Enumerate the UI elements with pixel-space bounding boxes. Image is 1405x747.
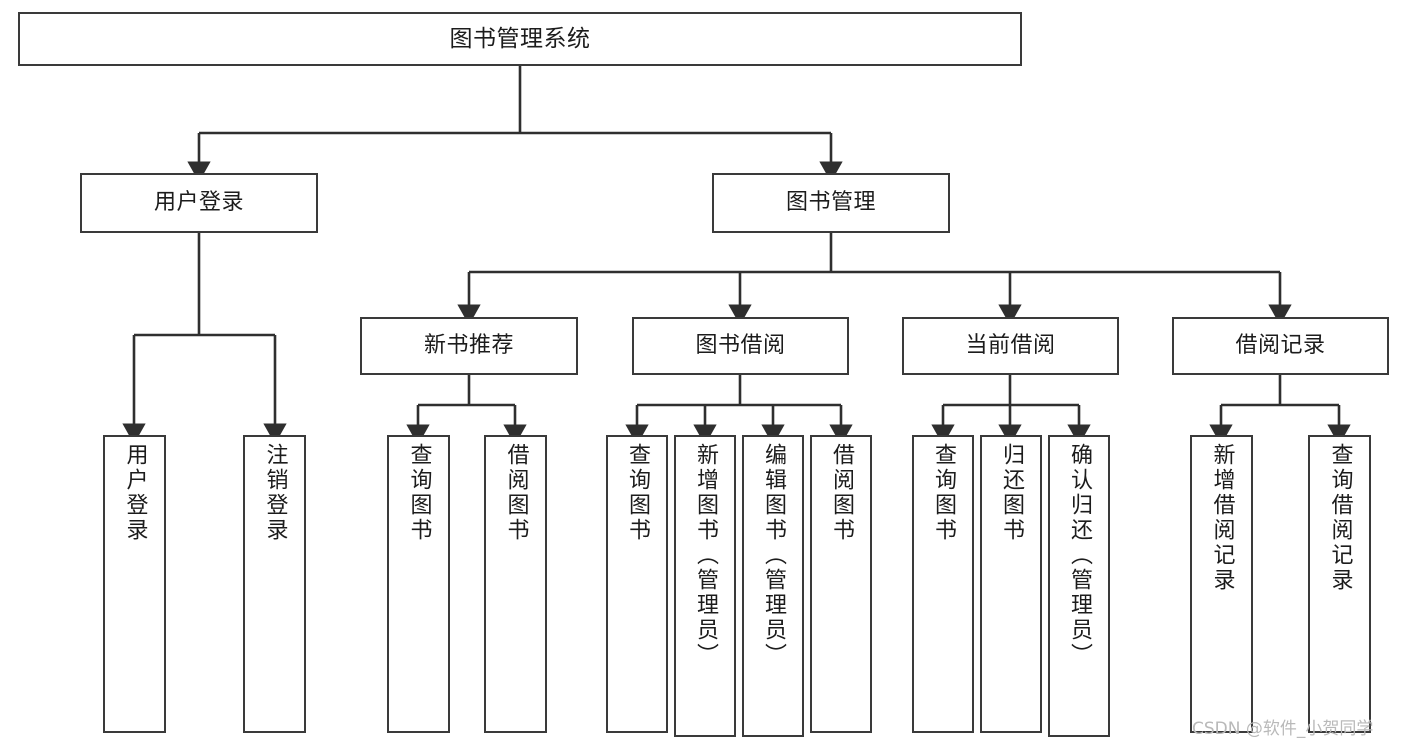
- node-label: 借阅图书: [829, 443, 854, 543]
- node-borrow-record[interactable]: 借阅记录: [1172, 317, 1389, 375]
- node-label: 查询借阅记录: [1327, 443, 1353, 593]
- leaf-edit-book-admin[interactable]: 编辑图书（管理员）: [742, 435, 804, 737]
- node-root-system[interactable]: 图书管理系统: [18, 12, 1022, 66]
- leaf-query-borrow-record[interactable]: 查询借阅记录: [1308, 435, 1371, 733]
- node-label: 查询图书: [931, 443, 956, 543]
- leaf-add-borrow-record[interactable]: 新增借阅记录: [1190, 435, 1253, 733]
- node-book-management[interactable]: 图书管理: [712, 173, 950, 233]
- leaf-user-login[interactable]: 用户登录: [103, 435, 166, 733]
- node-label: 图书管理系统: [449, 25, 591, 52]
- node-label: 查询图书: [406, 443, 432, 543]
- watermark-text: CSDN @软件_小贺同学: [1192, 719, 1374, 739]
- node-label: 查询图书: [625, 443, 650, 543]
- leaf-query-book-recommend[interactable]: 查询图书: [387, 435, 450, 733]
- leaf-borrow-book[interactable]: 借阅图书: [810, 435, 872, 733]
- leaf-return-book[interactable]: 归还图书: [980, 435, 1042, 733]
- node-label: 新书推荐: [423, 333, 514, 359]
- node-label: 确认归还（管理员）: [1067, 443, 1092, 668]
- leaf-add-book-admin[interactable]: 新增图书（管理员）: [674, 435, 736, 737]
- node-label: 用户登录: [153, 190, 244, 216]
- node-new-book-recommend[interactable]: 新书推荐: [360, 317, 578, 375]
- node-label: 当前借阅: [965, 333, 1056, 359]
- node-label: 借阅图书: [503, 443, 529, 543]
- node-label: 新增借阅记录: [1209, 443, 1235, 593]
- node-book-borrow[interactable]: 图书借阅: [632, 317, 849, 375]
- leaf-confirm-return-admin[interactable]: 确认归还（管理员）: [1048, 435, 1110, 737]
- leaf-query-book-current[interactable]: 查询图书: [912, 435, 974, 733]
- node-label: 图书借阅: [695, 333, 786, 359]
- node-label: 归还图书: [999, 443, 1024, 543]
- node-label: 编辑图书（管理员）: [761, 443, 786, 668]
- leaf-query-book-borrow[interactable]: 查询图书: [606, 435, 668, 733]
- node-label: 注销登录: [262, 443, 288, 543]
- node-label: 新增图书（管理员）: [693, 443, 718, 668]
- node-current-borrow[interactable]: 当前借阅: [902, 317, 1119, 375]
- leaf-borrow-book-recommend[interactable]: 借阅图书: [484, 435, 547, 733]
- node-label: 用户登录: [122, 443, 148, 543]
- leaf-logout[interactable]: 注销登录: [243, 435, 306, 733]
- node-user-login[interactable]: 用户登录: [80, 173, 318, 233]
- node-label: 借阅记录: [1235, 333, 1326, 359]
- node-label: 图书管理: [785, 190, 876, 216]
